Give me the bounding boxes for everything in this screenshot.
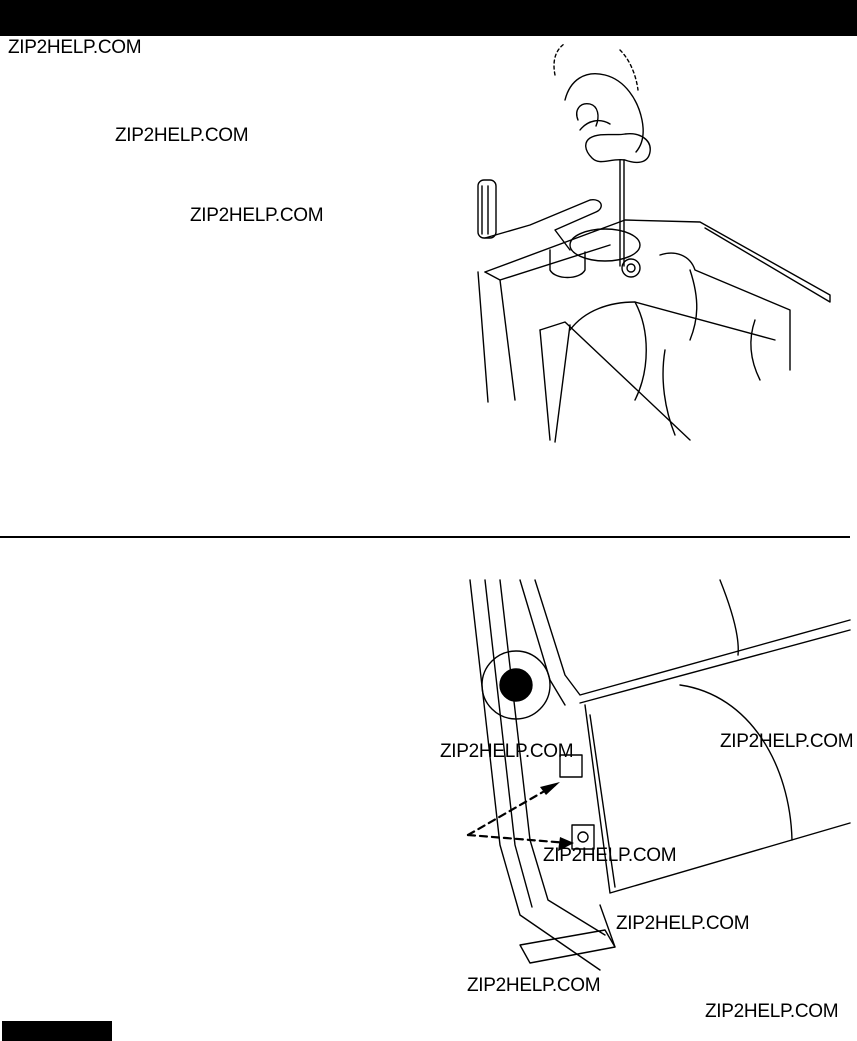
section-divider — [0, 536, 850, 538]
watermark-text: ZIP2HELP.COM — [543, 845, 677, 866]
watermark-text: ZIP2HELP.COM — [467, 975, 601, 996]
watermark-text: ZIP2HELP.COM — [115, 125, 249, 146]
watermark-text: ZIP2HELP.COM — [440, 741, 574, 762]
watermark-text: ZIP2HELP.COM — [720, 731, 854, 752]
hex-key-illustration — [477, 43, 831, 443]
watermark-text: ZIP2HELP.COM — [705, 1001, 839, 1022]
bracket-detail-illustration — [466, 579, 851, 971]
watermark-text: ZIP2HELP.COM — [616, 913, 750, 934]
page-tab-marker — [2, 1021, 112, 1041]
watermark-text: ZIP2HELP.COM — [190, 205, 324, 226]
header-bar — [0, 0, 857, 36]
watermark-text: ZIP2HELP.COM — [8, 37, 142, 58]
